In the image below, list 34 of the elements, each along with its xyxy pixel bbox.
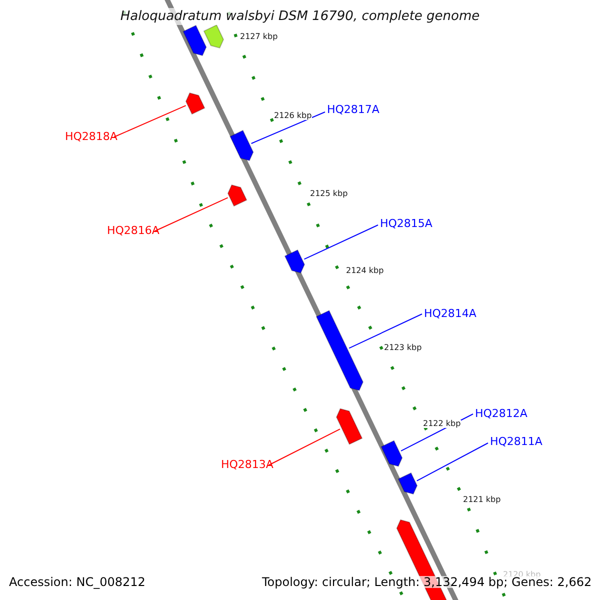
gene-block — [227, 184, 248, 207]
scale-label: 2127 kbp — [240, 33, 278, 41]
gene-block — [185, 92, 206, 115]
leader-line — [250, 112, 326, 144]
leader-line — [348, 314, 422, 349]
leader-line — [268, 428, 340, 466]
gene-block — [182, 24, 207, 56]
scale-label: 2126 kbp — [274, 112, 312, 120]
scale-label: 2122 kbp — [423, 420, 461, 428]
gene-block — [398, 472, 418, 495]
leader-line — [154, 197, 228, 232]
gene-label: HQ2817A — [327, 104, 380, 115]
gene-label: HQ2811A — [490, 436, 542, 447]
genome-summary-text: Topology: circular; Length: 3,132,494 bp; Genes: 2,662 — [262, 576, 592, 588]
gene-label: HQ2812A — [475, 408, 528, 419]
gene-block — [203, 24, 224, 49]
scale-label: 2123 kbp — [384, 344, 422, 352]
leader-line — [416, 442, 488, 482]
gene-block — [284, 249, 306, 274]
gene-label: HQ2818A — [65, 131, 118, 142]
scale-label: 2124 kbp — [346, 267, 384, 275]
gene-label: HQ2815A — [380, 218, 432, 229]
gene-block — [230, 130, 254, 162]
leader-line — [114, 105, 186, 138]
accession-text: Accession: NC_008212 — [9, 576, 146, 588]
gene-block — [316, 310, 364, 391]
gene-label: HQ2814A — [424, 308, 476, 319]
gene-block — [336, 408, 363, 445]
gene-label: HQ2816A — [107, 225, 160, 236]
scale-label: 2125 kbp — [310, 190, 348, 198]
scale-label: 2121 kbp — [463, 496, 501, 504]
gene-label: HQ2813A — [221, 459, 274, 470]
leader-line — [304, 224, 378, 260]
gene-block — [380, 440, 403, 467]
